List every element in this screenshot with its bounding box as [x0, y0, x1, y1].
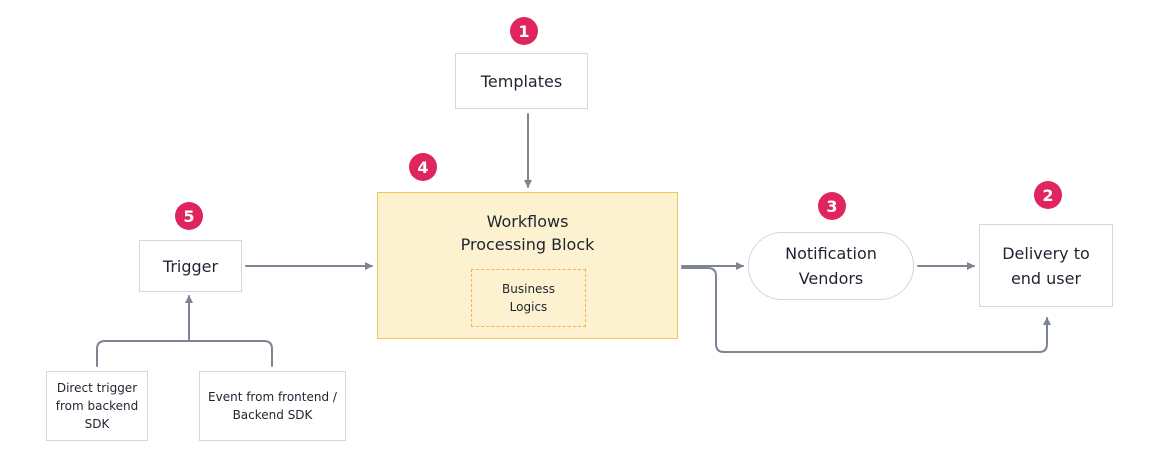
- delivery-label: Delivery to end user: [1002, 243, 1090, 288]
- business-logics-node: Business Logics: [471, 269, 586, 327]
- notification-vendors-node: Notification Vendors: [748, 232, 914, 300]
- step-badge-5: 5: [175, 202, 203, 230]
- direct-trigger-node: Direct trigger from backend SDK: [46, 371, 148, 441]
- direct-trigger-label: Direct trigger from backend SDK: [55, 381, 139, 431]
- notification-vendors-label: Notification Vendors: [785, 244, 877, 288]
- workflows-processing-block: Workflows Processing Block Business Logi…: [377, 192, 678, 339]
- trigger-label: Trigger: [162, 256, 219, 276]
- connector-sources-to-trigger: [96, 340, 273, 367]
- arrow-workflows-to-delivery-bypass: [681, 267, 1051, 353]
- business-logics-label: Business Logics: [502, 282, 555, 314]
- trigger-node: Trigger: [139, 240, 242, 292]
- event-frontend-node: Event from frontend / Backend SDK: [199, 371, 346, 441]
- templates-node: Templates: [455, 53, 588, 109]
- step-badge-3: 3: [818, 192, 846, 220]
- step-badge-1: 1: [510, 17, 538, 45]
- step-badge-2: 2: [1034, 181, 1062, 209]
- workflows-label: Workflows Processing Block: [460, 212, 595, 254]
- step-badge-4: 4: [409, 153, 437, 181]
- event-frontend-label: Event from frontend / Backend SDK: [208, 390, 337, 422]
- delivery-node: Delivery to end user: [979, 224, 1113, 307]
- templates-label: Templates: [480, 71, 563, 91]
